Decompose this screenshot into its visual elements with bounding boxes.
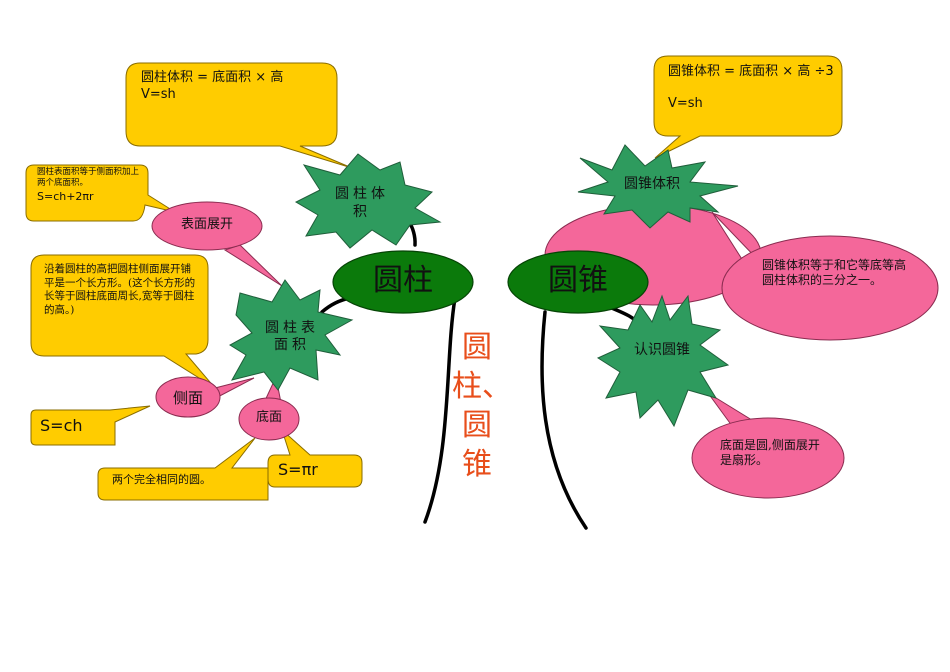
label-lateral: 侧面 [172, 389, 203, 407]
cone-volume-formula-1: 圆锥体积 = 底面积 × 高 ÷3 [668, 64, 834, 79]
node-know-cone: 认识圆锥 [634, 342, 690, 358]
callout-surface-unfold [151, 201, 263, 251]
star-cone-volume [577, 144, 739, 229]
callout-unfold-tail [223, 244, 283, 287]
cylinder-surface-note: 圆柱表面积等于侧面积加上两个底面积。 [37, 167, 140, 188]
callout-cylinder-surface-area [25, 164, 176, 222]
connector-main-right [540, 310, 588, 530]
callout-lateral-formula [30, 405, 151, 446]
main-label-cone: 圆锥 [548, 263, 608, 298]
cone-volume-formula-2: V=sh [668, 96, 703, 111]
cylinder-surface-formula: S=ch+2πr [37, 190, 94, 203]
label-base: 底面 [255, 410, 282, 425]
connector-main-left [423, 296, 457, 524]
cylinder-volume-formula-1: 圆柱体积 = 底面积 × 高 [141, 70, 284, 85]
lateral-formula: S=ch [40, 416, 83, 435]
base-note: 两个完全相同的圆。 [112, 473, 211, 486]
starburst-nodes [229, 144, 739, 428]
callout-lateral [155, 376, 221, 418]
node-cylinder-surface-area: 圆柱表面积 [265, 320, 319, 353]
callout-base-formula [267, 428, 363, 488]
node-cone-volume: 圆锥体积 [624, 176, 680, 192]
label-surface-unfold: 表面展开 [180, 217, 233, 232]
node-cylinder-volume: 圆柱体积 [335, 186, 389, 220]
yellow-callouts [25, 55, 843, 501]
cone-know-note: 底面是圆,侧面展开是扇形。 [720, 438, 820, 467]
main-node-cone [507, 250, 649, 314]
callout-cone-volume-note-body [721, 235, 939, 341]
main-node-cylinder [332, 250, 474, 314]
callout-base [238, 397, 300, 441]
callout-cone-volume [653, 55, 843, 159]
main-nodes [332, 250, 649, 314]
callout-cone-know-note [691, 417, 845, 499]
star-cylinder-surface [229, 279, 354, 391]
callout-cylinder-volume [125, 62, 353, 169]
callout-lateral-unfold [30, 254, 216, 389]
main-label-cylinder: 圆柱 [373, 263, 433, 298]
cylinder-volume-formula-2: V=sh [141, 87, 176, 102]
main-title: 圆柱、圆锥 [452, 330, 512, 482]
star-cone-know [596, 294, 730, 428]
callout-base-circles [97, 437, 269, 501]
cone-volume-note: 圆锥体积等于和它等底等高圆柱体积的三分之一。 [762, 258, 907, 287]
lateral-unfold-note: 沿着圆柱的高把圆柱侧面展开铺平是一个长方形。(这个长方形的长等于圆柱底面周长,宽… [44, 263, 196, 316]
base-formula: S=πr [278, 460, 318, 479]
star-cylinder-volume [294, 153, 442, 249]
